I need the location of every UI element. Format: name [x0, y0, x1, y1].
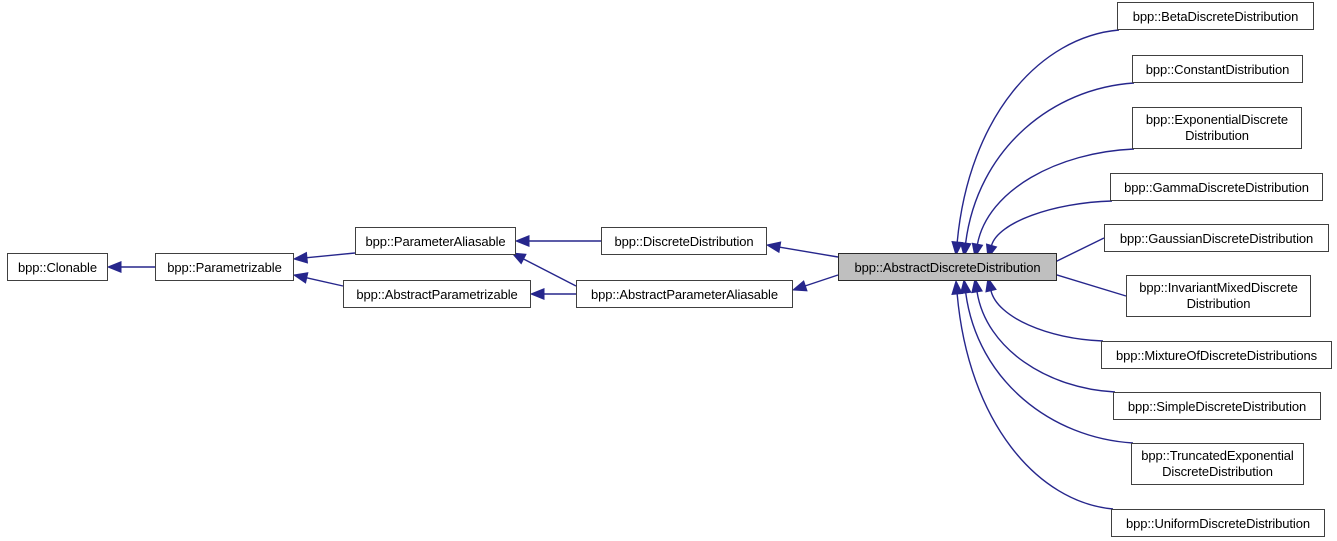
edge-arrowhead — [106, 261, 122, 273]
class-node-simple-discrete-distribution[interactable]: bpp::SimpleDiscreteDistribution — [1113, 392, 1321, 420]
edge-arrowhead — [959, 278, 972, 295]
class-node-label: bpp::ParameterAliasable — [365, 233, 506, 249]
class-node-label: bpp::ExponentialDiscrete — [1145, 112, 1289, 127]
class-node-abstract-discrete-distribution[interactable]: bpp::AbstractDiscreteDistribution — [838, 253, 1057, 281]
inheritance-edge-abstractparameteraliasable-abstractparametrizable — [529, 288, 576, 300]
edge-arrowhead — [514, 235, 530, 247]
inheritance-edge-parameteraliasable-parametrizable — [292, 251, 356, 264]
class-node-label: bpp::UniformDiscreteDistribution — [1126, 515, 1310, 531]
class-node-label: bpp::TruncatedExponential — [1141, 448, 1294, 463]
class-node-label: Distribution — [1186, 296, 1251, 311]
class-node-parametrizable[interactable]: bpp::Parametrizable — [155, 253, 294, 281]
class-node-label: bpp::GammaDiscreteDistribution — [1124, 179, 1309, 195]
edge-arrowhead — [765, 241, 782, 254]
class-node-gamma-discrete-distribution[interactable]: bpp::GammaDiscreteDistribution — [1110, 173, 1323, 201]
edge-arrowhead — [292, 251, 309, 264]
class-node-label: bpp::AbstractParametrizable — [356, 286, 518, 302]
inheritance-edge-parametrizable-clonable — [106, 261, 155, 273]
edge-line — [306, 252, 356, 259]
edge-line — [990, 200, 1113, 246]
edge-line — [779, 246, 839, 258]
class-node-clonable[interactable]: bpp::Clonable — [7, 253, 108, 281]
class-node-label: bpp::SimpleDiscreteDistribution — [1127, 398, 1307, 414]
class-node-label: bpp::AbstractDiscreteDistribution — [854, 259, 1041, 275]
class-node-constant-distribution[interactable]: bpp::ConstantDistribution — [1132, 55, 1303, 83]
edge-line — [976, 291, 1116, 393]
edge-arrowhead — [292, 272, 309, 284]
inheritance-edge-abstractparametrizable-parametrizable — [292, 272, 344, 287]
class-node-discrete-distribution[interactable]: bpp::DiscreteDistribution — [601, 227, 767, 255]
edge-line — [523, 258, 577, 287]
edge-line — [964, 82, 1135, 244]
inheritance-edge-fan-simple-discrete-distribution — [971, 277, 1116, 393]
class-node-label: bpp::Clonable — [18, 259, 97, 275]
inheritance-edge-fan-gamma-discrete-distribution — [985, 200, 1113, 260]
class-node-label: DiscreteDistribution — [1162, 464, 1273, 479]
edge-arrowhead — [971, 277, 983, 294]
class-node-label: bpp::ConstantDistribution — [1145, 61, 1290, 77]
edge-arrowhead — [951, 279, 964, 295]
edge-line — [956, 29, 1120, 243]
class-node-label: bpp::MixtureOfDiscreteDistributions — [1116, 347, 1317, 363]
class-node-label: bpp::BetaDiscreteDistribution — [1132, 8, 1299, 24]
edge-arrowhead — [791, 280, 808, 292]
inheritance-edge-abstractdiscretedistribution-discretedistribution — [765, 241, 839, 258]
class-node-mixture-of-discrete-distributions[interactable]: bpp::MixtureOfDiscreteDistributions — [1101, 341, 1332, 369]
class-node-label: bpp::InvariantMixedDiscrete — [1139, 280, 1298, 295]
class-node-abstract-parametrizable[interactable]: bpp::AbstractParametrizable — [343, 280, 531, 308]
class-node-parameter-aliasable[interactable]: bpp::ParameterAliasable — [355, 227, 516, 255]
inheritance-edge-discretedistribution-parameteraliasable — [514, 235, 601, 247]
inheritance-edge-fan-beta-discrete-distribution — [951, 29, 1120, 257]
class-node-gaussian-discrete-distribution[interactable]: bpp::GaussianDiscreteDistribution — [1104, 224, 1329, 252]
class-node-label: bpp::DiscreteDistribution — [614, 233, 754, 249]
edge-arrowhead — [529, 288, 545, 300]
class-node-label: bpp::GaussianDiscreteDistribution — [1119, 230, 1314, 246]
class-node-label: bpp::Parametrizable — [167, 259, 282, 275]
edge-line — [805, 274, 839, 287]
inheritance-edge-abstractdiscretedistribution-abstractparameteraliasable — [791, 274, 839, 292]
inheritance-edge-fan-mixture-of-discrete-distributions — [985, 276, 1104, 342]
class-node-label: bpp::AbstractParameterAliasable — [591, 286, 778, 302]
inheritance-edge-fan-uniform-discrete-distribution — [951, 279, 1114, 510]
edge-line — [956, 293, 1114, 510]
class-node-uniform-discrete-distribution[interactable]: bpp::UniformDiscreteDistribution — [1111, 509, 1325, 537]
class-node-beta-discrete-distribution[interactable]: bpp::BetaDiscreteDistribution — [1117, 2, 1314, 30]
class-node-abstract-parameter-aliasable[interactable]: bpp::AbstractParameterAliasable — [576, 280, 793, 308]
edge-line — [306, 277, 344, 287]
edge-line — [990, 290, 1104, 342]
class-node-label: Distribution — [1185, 128, 1249, 143]
